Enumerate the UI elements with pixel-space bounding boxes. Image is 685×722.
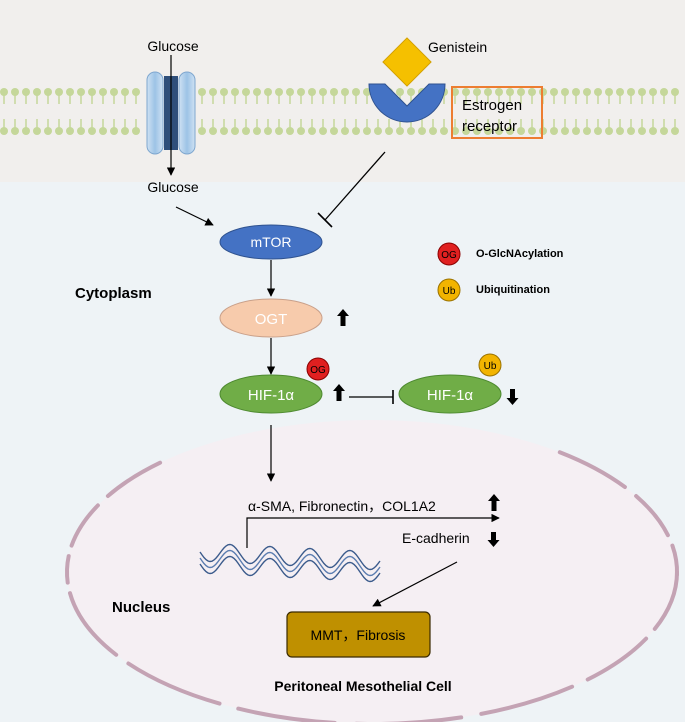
ecadherin-label: E-cadherin [402, 530, 470, 546]
arrow-down-icon [506, 389, 519, 405]
hif-og-node [219, 374, 323, 414]
legend: OG O-GlcNAcylation Ub Ubiquitination [437, 242, 564, 302]
hif-og-up-arrow-icon [333, 384, 345, 401]
legend-ub-label: Ubiquitination [476, 284, 550, 296]
estrogen-label-line2: receptor [462, 118, 517, 135]
genistein-diamond [382, 37, 432, 87]
outcome-box [286, 611, 431, 658]
hif-inhibit-tbar-icon [349, 390, 394, 404]
hif-og-label: HIF-1α [248, 387, 295, 404]
upregulated-genes-label: α-SMA, Fibronectin，COL1A2 [248, 498, 436, 514]
genes-up-arrow-icon [488, 494, 500, 511]
og-badge-hif-label: OG [310, 365, 326, 376]
ecadherin-down-arrow-icon [487, 532, 500, 547]
dna-mrna-icon [199, 543, 381, 583]
cell-label: Peritoneal Mesothelial Cell [274, 678, 451, 694]
ub-badge-hif-label: Ub [484, 361, 497, 372]
ogt-label: OGT [255, 311, 288, 328]
ecadherin-to-outcome-arrow [372, 561, 458, 607]
glucose-to-mtor-arrow [175, 206, 214, 226]
ub-badge-hif [478, 353, 502, 377]
hif-ub-label: HIF-1α [427, 387, 474, 404]
estrogen-receptor-box [451, 86, 543, 139]
legend-ub-badge-label: Ub [443, 286, 456, 297]
mtor-label: mTOR [251, 234, 292, 250]
glucose-intracellular-label: Glucose [147, 179, 199, 195]
legend-og-badge [437, 242, 461, 266]
glucose-transporter [146, 55, 196, 176]
estrogen-receptor-shape [368, 83, 446, 123]
hif-ub-node [398, 374, 502, 414]
legend-og-label: O-GlcNAcylation [476, 248, 564, 260]
transcription-arrow [246, 513, 500, 548]
cytoplasm-label: Cytoplasm [75, 285, 152, 302]
nuclear-envelope [65, 450, 680, 722]
inhibit-tbar-icon [317, 151, 386, 228]
og-badge-hif [306, 357, 330, 381]
estrogen-label-line1: Estrogen [462, 97, 522, 114]
legend-og-badge-label: OG [441, 250, 457, 261]
mtor-node [219, 224, 323, 260]
cell-membrane [0, 88, 679, 135]
nucleus [65, 420, 680, 722]
outcome-label: MMT，Fibrosis [311, 627, 406, 643]
genistein-label: Genistein [428, 39, 487, 55]
ogt-node [219, 298, 323, 338]
glucose-extracellular-label: Glucose [147, 38, 199, 54]
legend-ub-badge [437, 278, 461, 302]
nucleus-label: Nucleus [112, 599, 170, 616]
ogt-up-arrow-icon [337, 309, 349, 326]
